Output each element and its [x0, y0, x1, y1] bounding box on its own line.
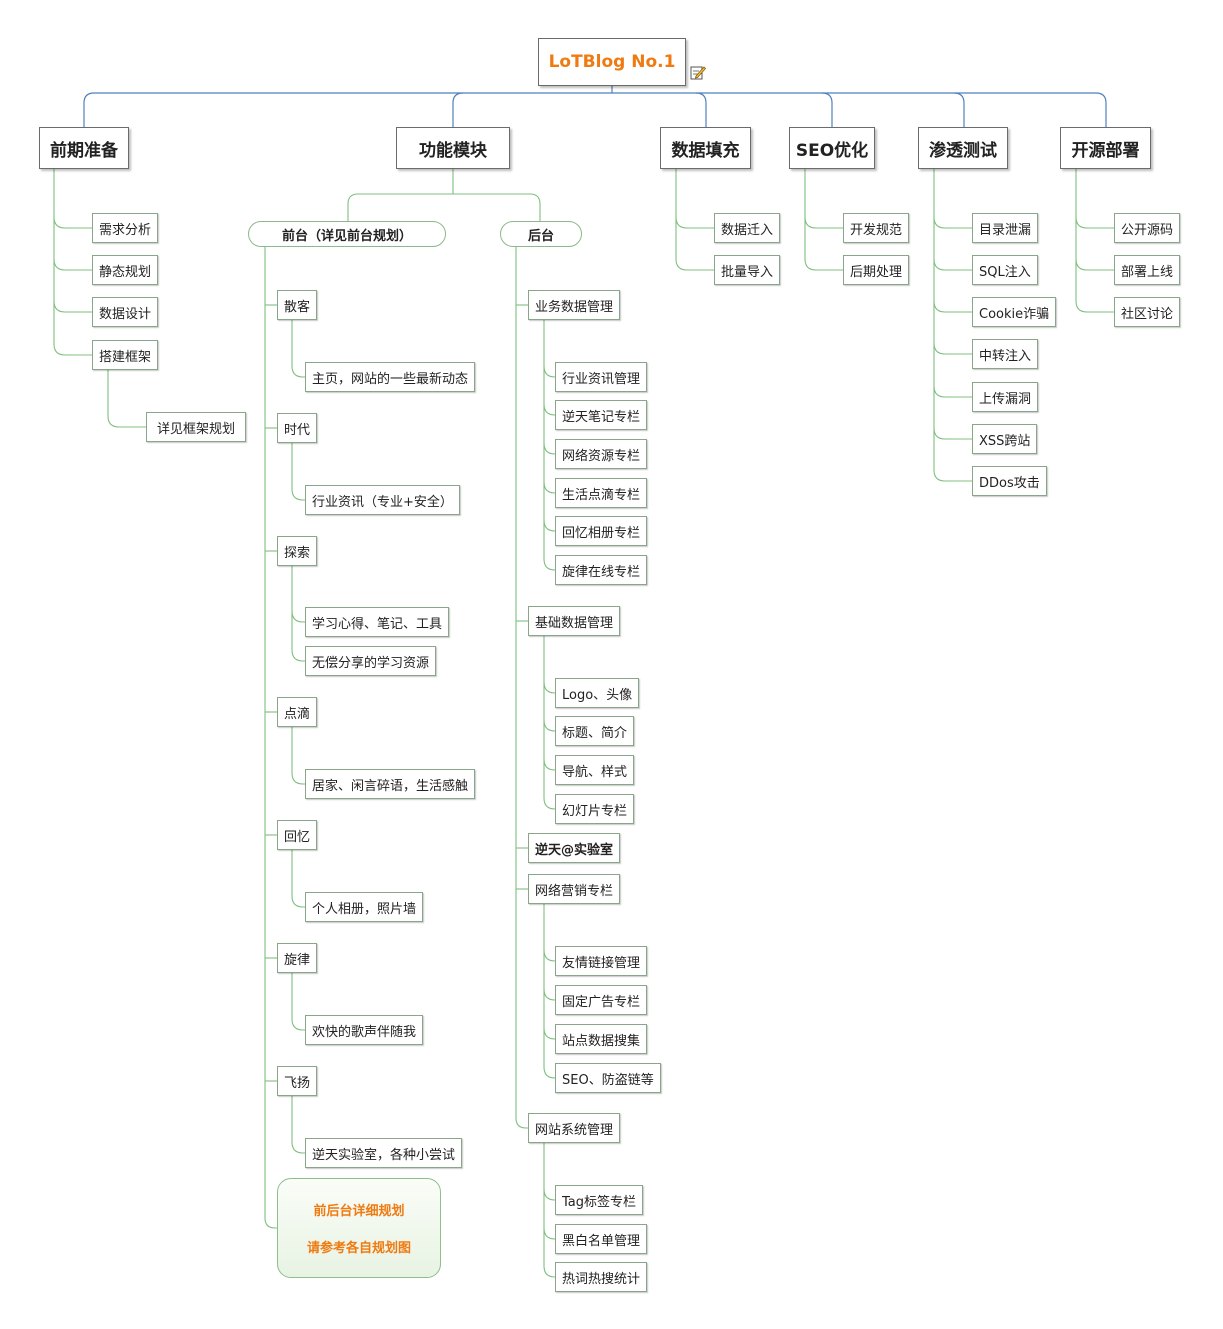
- frontend-item[interactable]: 主页，网站的一些最新动态: [305, 362, 476, 392]
- branch-func[interactable]: 功能模块: [396, 127, 510, 169]
- backend-item[interactable]: 热词热搜统计: [555, 1262, 648, 1292]
- backend-item[interactable]: 黑白名单管理: [555, 1224, 648, 1254]
- opensource-item[interactable]: 公开源码: [1114, 213, 1181, 243]
- pentest-item[interactable]: XSS跨站: [972, 424, 1038, 454]
- frontend-group[interactable]: 时代: [277, 413, 318, 443]
- backend-item[interactable]: SEO、防盗链等: [555, 1063, 661, 1093]
- frontend-item[interactable]: 无偿分享的学习资源: [305, 646, 437, 676]
- frontend-item[interactable]: 个人相册，照片墙: [305, 892, 424, 922]
- branch-seo[interactable]: SEO优化: [789, 127, 875, 169]
- backend-item[interactable]: 导航、样式: [555, 755, 635, 785]
- backend-item[interactable]: 幻灯片专栏: [555, 794, 635, 824]
- frontend-topic[interactable]: 前台（详见前台规划）: [248, 221, 446, 247]
- frontend-group[interactable]: 旋律: [277, 943, 318, 973]
- frontend-item[interactable]: 行业资讯（专业+安全）: [305, 485, 460, 515]
- branch-pentest[interactable]: 渗透测试: [918, 127, 1008, 169]
- frontend-group[interactable]: 探索: [277, 536, 318, 566]
- frontend-group[interactable]: 飞扬: [277, 1066, 318, 1096]
- backend-group[interactable]: 业务数据管理: [528, 290, 621, 320]
- data-item[interactable]: 数据迁入: [714, 213, 781, 243]
- planning-note-line2: 请参考各自规划图: [306, 1241, 411, 1256]
- seo-item[interactable]: 开发规范: [843, 213, 910, 243]
- backend-item[interactable]: Logo、头像: [555, 678, 640, 708]
- frontend-item[interactable]: 逆天实验室，各种小尝试: [305, 1138, 463, 1168]
- opensource-item[interactable]: 部署上线: [1114, 255, 1181, 285]
- pentest-item[interactable]: DDos攻击: [972, 466, 1047, 496]
- prep-item[interactable]: 数据设计: [92, 297, 159, 327]
- backend-group[interactable]: 网络营销专栏: [528, 874, 621, 904]
- pentest-item[interactable]: SQL注入: [972, 255, 1038, 285]
- frontend-item[interactable]: 欢快的歌声伴随我: [305, 1015, 424, 1045]
- backend-item[interactable]: 友情链接管理: [555, 946, 648, 976]
- note-edit-icon[interactable]: [690, 64, 707, 80]
- planning-note[interactable]: 前后台详细规划 请参考各自规划图: [277, 1178, 441, 1278]
- backend-item[interactable]: Tag标签专栏: [555, 1185, 644, 1215]
- backend-group[interactable]: 基础数据管理: [528, 606, 621, 636]
- backend-item[interactable]: 行业资讯管理: [555, 362, 648, 392]
- frontend-group[interactable]: 回忆: [277, 820, 318, 850]
- pentest-item[interactable]: Cookie诈骗: [972, 297, 1057, 327]
- backend-group[interactable]: 网站系统管理: [528, 1113, 621, 1143]
- branch-data[interactable]: 数据填充: [660, 127, 751, 169]
- branch-opensource[interactable]: 开源部署: [1060, 127, 1151, 169]
- pentest-item[interactable]: 目录泄漏: [972, 213, 1039, 243]
- pentest-item[interactable]: 中转注入: [972, 339, 1039, 369]
- opensource-item[interactable]: 社区讨论: [1114, 297, 1181, 327]
- frontend-group[interactable]: 点滴: [277, 697, 318, 727]
- backend-item[interactable]: 旋律在线专栏: [555, 555, 648, 585]
- frontend-group[interactable]: 散客: [277, 290, 318, 320]
- prep-item[interactable]: 需求分析: [92, 213, 159, 243]
- root-topic[interactable]: LoTBlog No.1: [538, 38, 686, 86]
- backend-item[interactable]: 回忆相册专栏: [555, 516, 648, 546]
- frontend-item[interactable]: 居家、闲言碎语，生活感触: [305, 769, 476, 799]
- backend-item[interactable]: 固定广告专栏: [555, 985, 648, 1015]
- seo-item[interactable]: 后期处理: [843, 255, 910, 285]
- prep-item[interactable]: 搭建框架: [92, 340, 159, 370]
- prep-item[interactable]: 静态规划: [92, 255, 159, 285]
- backend-item[interactable]: 逆天笔记专栏: [555, 400, 648, 430]
- backend-topic[interactable]: 后台: [500, 221, 582, 247]
- backend-item[interactable]: 标题、简介: [555, 716, 635, 746]
- backend-item[interactable]: 站点数据搜集: [555, 1024, 648, 1054]
- data-item[interactable]: 批量导入: [714, 255, 781, 285]
- planning-note-line1: 前后台详细规划: [313, 1204, 405, 1219]
- pentest-item[interactable]: 上传漏洞: [972, 382, 1039, 412]
- backend-item[interactable]: 网络资源专栏: [555, 439, 648, 469]
- frontend-item[interactable]: 学习心得、笔记、工具: [305, 607, 450, 637]
- prep-framework-detail[interactable]: 详见框架规划: [146, 412, 246, 442]
- backend-item[interactable]: 生活点滴专栏: [555, 478, 648, 508]
- backend-group[interactable]: 逆天@实验室: [528, 833, 621, 863]
- branch-prep[interactable]: 前期准备: [39, 127, 129, 169]
